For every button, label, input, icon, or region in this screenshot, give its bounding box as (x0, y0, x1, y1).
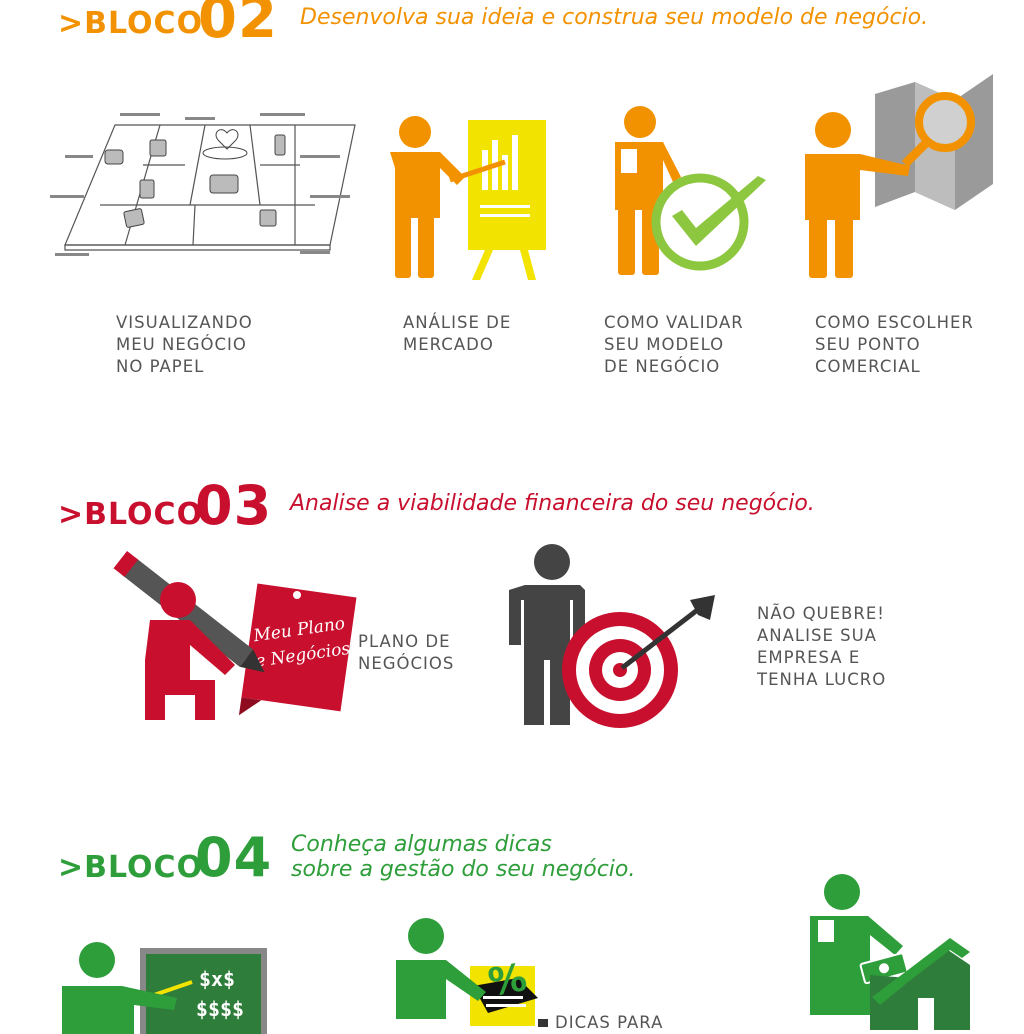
caption-como-escolher: COMO ESCOLHER SEU PONTO COMERCIAL (815, 313, 974, 376)
bloco2-prefix: >BLOCO (58, 6, 204, 41)
bloco2-number: 02 (198, 0, 278, 51)
bloco3-tagline: Analise a viabilidade financeira do seu … (290, 491, 815, 516)
caption-plano-negocios: PLANO DE NEGÓCIOS (358, 632, 455, 673)
board-line-1: $x$ (199, 967, 235, 991)
bloco4-prefix: >BLOCO (58, 850, 204, 885)
person-chalkboard-icon: $x$ $$$$ (62, 942, 267, 1034)
caption-dicas-para: DICAS PARA (555, 1013, 664, 1032)
bloco3-prefix: >BLOCO (58, 497, 204, 532)
bloco2-tagline: Desenvolva sua ideia e construa seu mode… (300, 5, 929, 30)
person-cash-register-icon: % (396, 918, 538, 1026)
caption-visualizando: VISUALIZANDO MEU NEGÓCIO NO PAPEL (116, 313, 253, 376)
person-presenting-chart-icon (390, 116, 546, 280)
person-checkmark-icon (615, 106, 766, 275)
caption-dicas-marker (538, 1019, 548, 1027)
person-target-arrow-icon (509, 544, 715, 728)
caption-nao-quebre: NÃO QUEBRE! ANALISE SUA EMPRESA E TENHA … (757, 604, 887, 689)
percent-symbol: % (485, 955, 530, 1005)
bloco3-number: 03 (195, 474, 273, 537)
caption-como-validar: COMO VALIDAR SEU MODELO DE NEGÓCIO (604, 313, 744, 376)
bloco4-tagline: Conheça algumas dicas sobre a gestão do … (291, 832, 636, 882)
board-line-2: $$$$ (196, 997, 244, 1021)
person-pencil-note-icon: Meu Plano de Negócios (113, 550, 357, 720)
business-model-canvas-icon (50, 113, 356, 256)
person-house-money-icon (810, 874, 970, 1030)
person-magnifier-map-icon (805, 74, 993, 278)
caption-analise-mercado: ANÁLISE DE MERCADO (403, 313, 512, 354)
bloco4-number: 04 (195, 826, 273, 889)
